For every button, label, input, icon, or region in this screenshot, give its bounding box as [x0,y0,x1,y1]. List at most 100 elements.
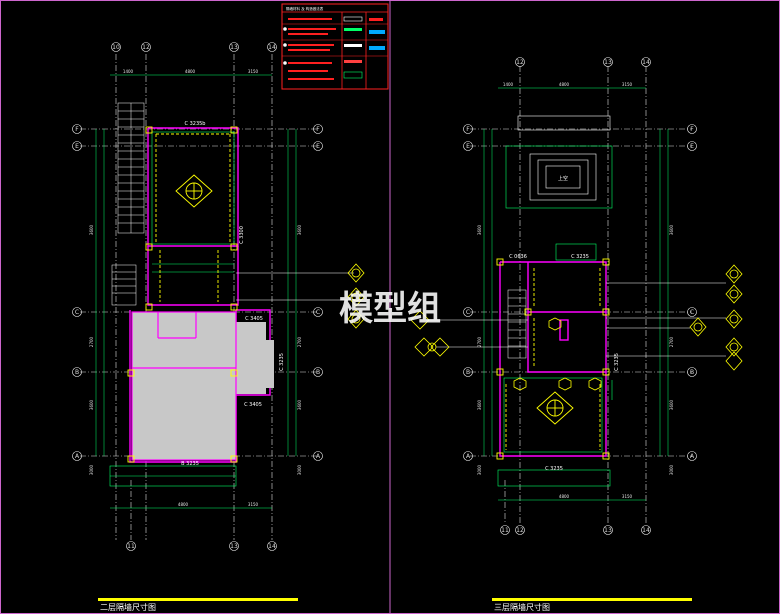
grid-axis-top: 10 12 13 14 [111,42,277,52]
dimension-text: 3600 [297,224,302,235]
grid-label: E [75,143,79,150]
gray-area-walls [131,311,237,461]
dimension-text: 3600 [669,224,674,235]
hexagon-fixture-icon [513,377,527,391]
room-tag: C 3235b [185,121,206,127]
grid-label: E [466,143,470,150]
right-floor-plan: 12 13 14 11 12 13 14 F E C B A [410,57,743,612]
dimension-text: 2700 [297,336,302,347]
room-tag: C 3235 [279,353,285,371]
elevation-marker-icon [536,391,574,425]
dimension-lines [483,87,669,501]
grid-axis-top: 12 13 14 [515,57,651,67]
legend-table: 隔墙材料 及 构造做法表 [281,3,389,90]
dimension-text: 4800 [559,82,570,87]
grid-axis-right: F E C B A [687,124,697,461]
grid-label: 10 [112,44,120,51]
dimension-text: 3150 [622,82,633,87]
dimension-text: 3600 [297,399,302,410]
existing-area-fill [132,312,236,460]
grid-label: 12 [516,59,524,66]
existing-area-fill [236,322,274,394]
grid-label: 13 [230,543,238,550]
dimension-text: 2700 [477,336,482,347]
grid-label: F [75,126,79,133]
grid-label: 13 [230,44,238,51]
staircase [507,289,527,359]
grid-label: B [75,369,79,376]
dimension-text: 3000 [89,464,94,475]
section-markers [410,310,528,357]
dimension-text: 4800 [178,502,189,507]
section-symbol-icon [414,337,434,357]
section-symbol-icon [347,287,365,307]
dimension-text: 3600 [477,399,482,410]
left-floor-plan: 10 12 13 14 11 13 14 F E C B [72,42,365,612]
section-markers [236,263,365,329]
section-symbol-icon [347,309,365,329]
dimension-lines [95,74,297,509]
grid-label: C [690,309,694,316]
drawing-title: 二层隔墙尺寸图 [100,602,156,612]
fixture-markers [513,317,602,391]
dimension-text: 4800 [185,69,196,74]
section-symbol-icon [689,317,707,337]
elevation-marker-icon [175,174,213,208]
void-label: 上空 [558,175,568,182]
room-tag: C 0636 [509,254,527,260]
grid-lines-vertical [504,66,647,524]
section-symbol-icon [430,337,450,357]
title-bar [492,598,692,601]
structural-columns [496,258,610,460]
grid-axis-left: F E C B A [72,124,82,461]
hexagon-fixture-icon [588,377,602,391]
grid-label: 12 [516,527,524,534]
legend-bullet-icon [283,61,287,65]
section-symbol-icon [725,284,743,304]
room-tag: C 3235 [571,254,589,260]
grid-label: 11 [501,527,509,534]
title-bar [98,598,298,601]
dimension-text: 2700 [89,336,94,347]
structural-columns [127,126,238,463]
section-markers [606,264,743,371]
section-symbol-icon [725,337,743,357]
room-tag: C 3405 [245,316,263,322]
grid-lines-horizontal [470,128,692,457]
dimension-text: 1400 [503,82,514,87]
grid-label: 14 [642,527,650,534]
legend-header: 隔墙材料 及 构造做法表 [286,6,324,11]
section-symbol-icon [725,351,743,371]
grid-label: E [690,143,694,150]
grid-label: A [316,453,321,460]
grid-label: 14 [642,59,650,66]
void-area [505,115,613,209]
grid-axis-bottom: 11 12 13 14 [500,525,651,535]
legend-bullet-icon [283,27,287,31]
section-symbol-icon [347,263,365,283]
hexagon-fixture-icon [558,377,572,391]
dimension-text: 3000 [297,464,302,475]
grid-label: F [690,126,694,133]
dimension-text: 3150 [248,69,259,74]
room-tag: C 3300 [239,226,245,244]
grid-axis-left: F E C B A [463,124,473,461]
dimension-text: 3600 [89,399,94,410]
grid-label: 12 [142,44,150,51]
dimension-text: 3600 [669,399,674,410]
room-tag: C 3405 [244,402,262,408]
watermark: 模型组 [339,289,441,329]
grid-label: B [316,369,320,376]
grid-label: A [466,453,471,460]
partition-walls [499,261,607,457]
dimension-text: 4800 [559,494,570,499]
grid-axis-right: F E C B A [313,124,323,461]
grid-label: E [316,143,320,150]
section-symbol-icon [725,309,743,329]
new-partition-walls [505,268,601,450]
drawing-title: 三层隔墙尺寸图 [494,602,550,612]
hexagon-fixture-icon [548,317,562,331]
dimension-text: 1400 [123,69,134,74]
room-tag: C 3235 [614,353,620,371]
